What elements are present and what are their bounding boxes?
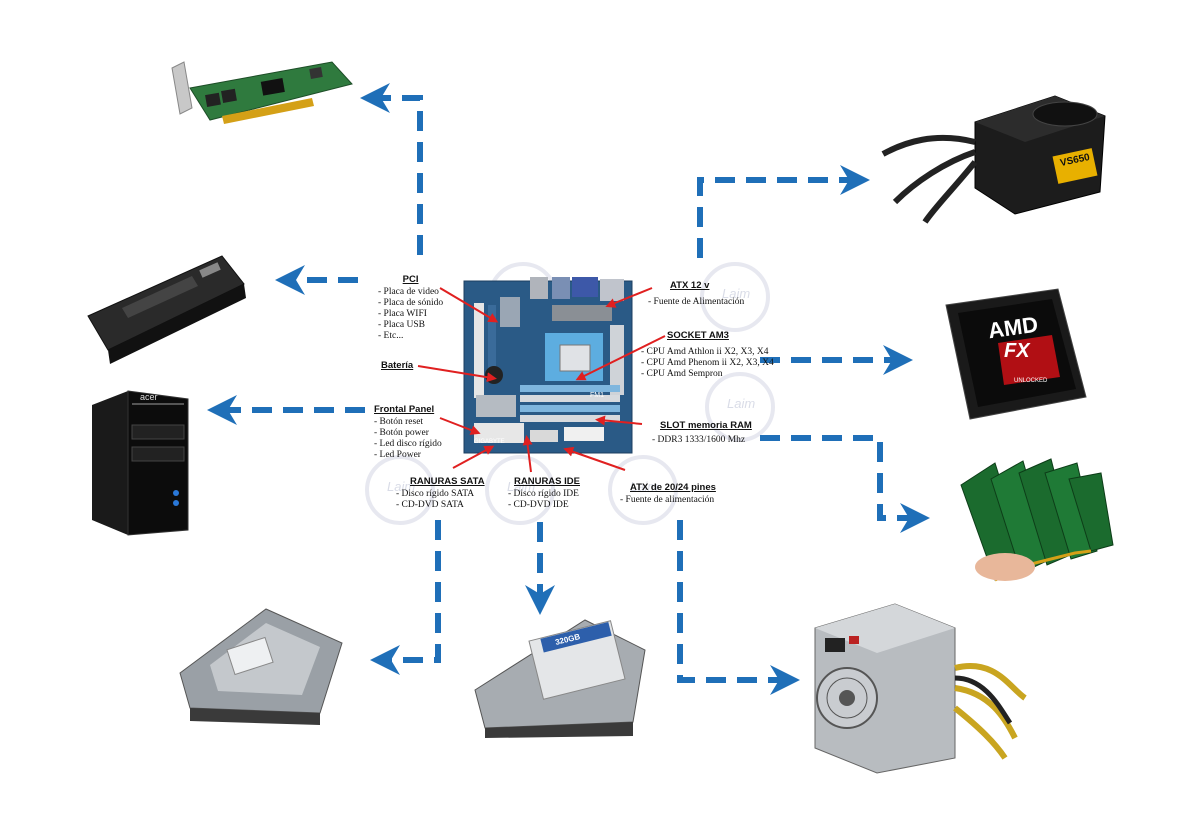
pointer-ram xyxy=(595,415,643,426)
psu-12v-image xyxy=(881,95,1106,224)
label-sata-title: RANURAS SATA xyxy=(410,476,485,487)
pointer-socket xyxy=(575,335,666,381)
label-atx-12v: ATX 12 v - Fuente de Alimentación xyxy=(648,280,744,308)
watermark: Laim xyxy=(608,455,678,525)
board-model: FM1 xyxy=(590,392,604,399)
sata-hdd-image xyxy=(179,608,343,725)
label-atx-20-24: ATX de 20/24 pines - Fuente de alimentac… xyxy=(620,482,716,506)
label-pci-title: PCI xyxy=(402,274,419,285)
board-brand: GIGABYTE xyxy=(474,439,505,445)
tower-brand: acer xyxy=(140,392,158,402)
label-atx12-item: - Fuente de Alimentación xyxy=(648,297,745,307)
label-sata-item: - Disco rígido SATA xyxy=(396,489,475,499)
label-atx2024-item: - Fuente de alimentación xyxy=(620,495,715,505)
label-frontal-title: Frontal Panel xyxy=(374,404,435,415)
label-ram-item: - DDR3 1333/1600 Mhz xyxy=(652,435,746,445)
ram-image xyxy=(960,458,1114,582)
label-ide-title: RANURAS IDE xyxy=(514,476,580,487)
label-socket-am3: SOCKET AM3 - CPU Amd Athlon ii X2, X3, X… xyxy=(641,330,774,380)
pointer-pci xyxy=(439,287,499,323)
label-frontal-item: - Led Power xyxy=(374,450,421,460)
label-ide-item: - CD-DVD IDE xyxy=(508,500,569,510)
tower-image xyxy=(92,390,189,536)
label-ram-title: SLOT memoria RAM xyxy=(660,420,752,431)
arrow-to-psu-12v xyxy=(697,165,870,258)
pointer-sata xyxy=(452,445,495,469)
label-frontal-item: - Led disco rígido xyxy=(374,439,442,449)
label-pci-item: - Placa de sónido xyxy=(378,298,444,308)
watermark: Laim xyxy=(700,262,770,332)
battery-image xyxy=(87,255,246,364)
label-frontal-item: - Botón reset xyxy=(374,417,424,427)
label-ranuras-ide: RANURAS IDE - Disco rígido IDE - CD-DVD … xyxy=(508,476,580,511)
ide-hdd-image xyxy=(474,619,646,738)
cpu-unlocked: UNLOCKED xyxy=(1014,378,1048,384)
label-pci: PCI - Placa de video - Placa de sónido -… xyxy=(378,274,443,342)
label-bateria-title: Batería xyxy=(381,360,414,371)
label-socket-title: SOCKET AM3 xyxy=(667,330,729,341)
arrow-to-psu-atx xyxy=(677,520,800,695)
label-pci-item: - Etc... xyxy=(378,331,404,341)
label-pci-item: - Placa USB xyxy=(378,320,425,330)
arrow-to-sata-hdd xyxy=(370,520,441,675)
label-sata-item: - CD-DVD SATA xyxy=(396,500,464,510)
watermark: Laim xyxy=(705,372,775,442)
label-pci-item: - Placa WIFI xyxy=(378,309,427,319)
watermark: Laim xyxy=(485,455,555,525)
pci-card-image xyxy=(171,61,353,124)
label-bateria: Batería xyxy=(381,360,413,373)
label-slot-ram: SLOT memoria RAM - DDR3 1333/1600 Mhz xyxy=(652,420,752,446)
pointer-bateria xyxy=(417,365,497,383)
watermark: Laim xyxy=(365,455,435,525)
cpu-brand: AMD xyxy=(986,311,1040,344)
label-socket-item: - CPU Amd Phenom ii X2, X3, X4 xyxy=(641,358,774,368)
arrow-to-ram xyxy=(760,435,930,533)
label-ide-item: - Disco rígido IDE xyxy=(508,489,579,499)
pointer-frontal xyxy=(439,417,481,435)
label-frontal-item: - Botón power xyxy=(374,428,429,438)
label-socket-item: - CPU Amd Sempron xyxy=(641,369,723,379)
label-ranuras-sata: RANURAS SATA - Disco rígido SATA - CD-DV… xyxy=(396,476,485,511)
cpu-image xyxy=(945,288,1087,420)
arrow-to-pci-card xyxy=(360,83,423,255)
label-atx12-title: ATX 12 v xyxy=(670,280,710,291)
label-pci-item: - Placa de video xyxy=(378,287,439,297)
psu-atx-image xyxy=(814,603,1027,774)
label-socket-item: - CPU Amd Athlon ii X2, X3, X4 xyxy=(641,347,769,357)
pointer-atx2024 xyxy=(563,446,626,471)
pointer-atx12 xyxy=(605,287,653,308)
pointer-ide xyxy=(522,435,533,473)
label-frontal-panel: Frontal Panel - Botón reset - Botón powe… xyxy=(374,404,442,461)
label-atx2024-title: ATX de 20/24 pines xyxy=(630,482,716,493)
cpu-series: FX xyxy=(1004,340,1030,362)
